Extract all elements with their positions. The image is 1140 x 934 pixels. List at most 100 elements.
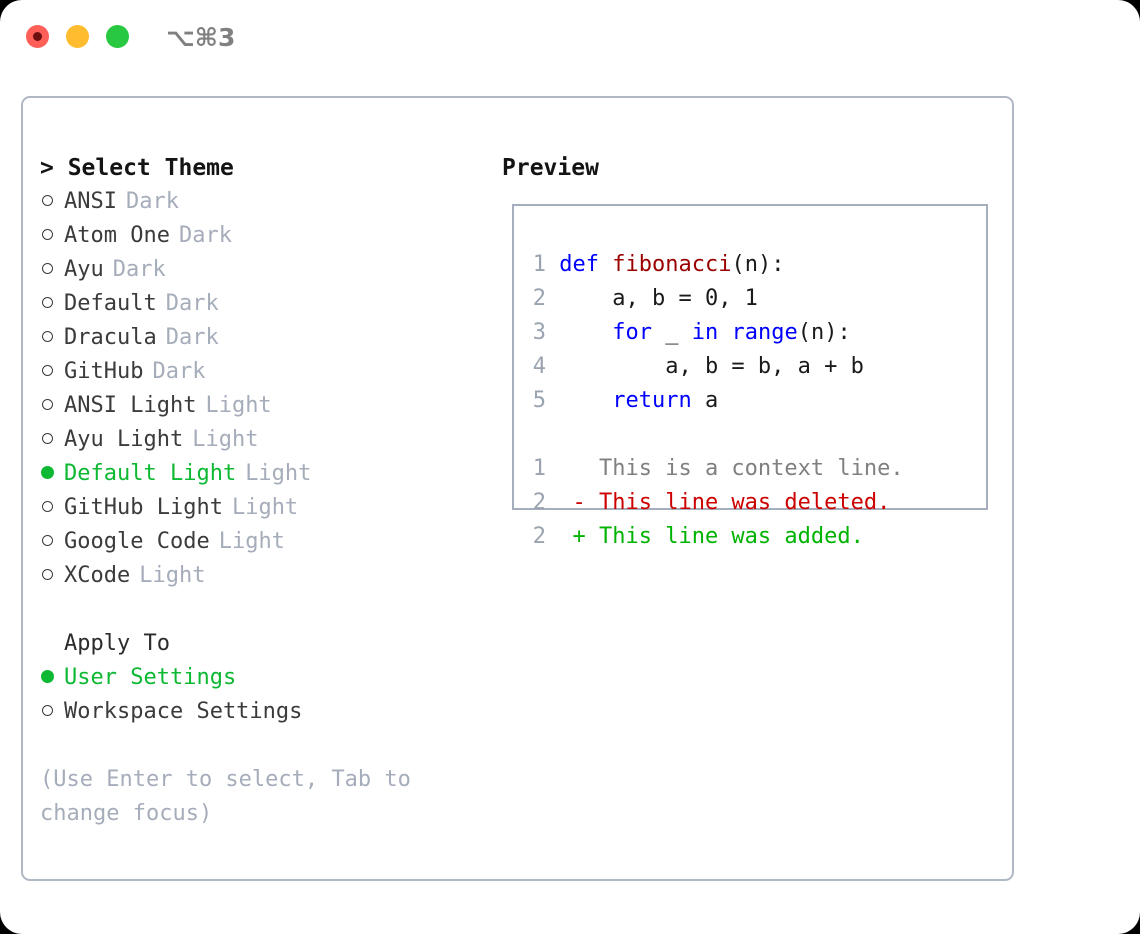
page-title: > Select Theme [40, 155, 234, 181]
theme-item-5[interactable]: GitHub Dark [40, 355, 500, 389]
theme-item-label: GitHub Light [64, 495, 223, 520]
preview-column: Preview [502, 151, 992, 185]
code-token: range [731, 320, 798, 345]
theme-kind-badge: Light [245, 461, 312, 486]
radio-unselected-icon [42, 569, 53, 580]
title-bar: ⌥⌘3 [0, 0, 1140, 78]
theme-item-6[interactable]: ANSI Light Light [40, 389, 500, 423]
theme-kind-badge: Light [139, 563, 206, 588]
line-number: 4 [532, 354, 546, 379]
keyboard-shortcut-label: ⌥⌘3 [166, 23, 236, 52]
diff-text: + This line was added. [546, 524, 864, 549]
radio-unselected-icon [42, 297, 53, 308]
code-token: a, b = b, a + b [559, 354, 864, 379]
line-number: 5 [532, 388, 546, 413]
close-button-icon[interactable] [26, 25, 49, 48]
diff-text: - This line was deleted. [546, 490, 891, 515]
code-token: (n): [797, 320, 851, 345]
code-token: (n): [731, 252, 785, 277]
keyboard-hint-text: (Use Enter to select, Tab to change focu… [40, 767, 425, 826]
line-number: 1 [532, 252, 546, 277]
theme-item-label: XCode [64, 563, 131, 588]
theme-item-label: ANSI [64, 189, 117, 214]
theme-item-3[interactable]: Default Dark [40, 287, 500, 321]
line-number: 1 [532, 456, 546, 481]
theme-item-label: ANSI Light [64, 393, 197, 418]
code-token: return [612, 388, 692, 413]
radio-unselected-icon [42, 365, 53, 376]
theme-item-4[interactable]: Dracula Dark [40, 321, 500, 355]
theme-item-label: Atom One [64, 223, 170, 248]
minimize-button-icon[interactable] [66, 25, 89, 48]
radio-unselected-icon [42, 501, 53, 512]
apply-to-item-0[interactable]: User Settings [40, 661, 500, 695]
radio-unselected-icon [42, 535, 53, 546]
theme-item-1[interactable]: Atom One Dark [40, 219, 500, 253]
apply-to-item-label: Workspace Settings [64, 699, 303, 724]
code-token [559, 320, 612, 345]
maximize-button-icon[interactable] [106, 25, 129, 48]
theme-item-7[interactable]: Ayu Light Light [40, 423, 500, 457]
theme-kind-badge: Dark [112, 257, 166, 282]
line-number: 3 [532, 320, 546, 345]
code-token: in [691, 320, 719, 345]
theme-item-label: GitHub [64, 359, 144, 384]
diff-line: 2 + This line was added. [532, 520, 904, 554]
window-controls [26, 25, 129, 48]
code-line: 3 for _ in range(n): [532, 316, 904, 350]
theme-kind-badge: Light [192, 427, 259, 452]
theme-item-label: Dracula [64, 325, 157, 350]
code-token: for [612, 320, 652, 345]
radio-unselected-icon [42, 705, 53, 716]
diff-text: This is a context line. [546, 456, 904, 481]
code-spacer [532, 418, 904, 452]
theme-kind-badge: Light [231, 495, 299, 520]
theme-item-11[interactable]: XCode Light [40, 559, 500, 593]
line-number: 2 [532, 524, 546, 549]
theme-kind-badge: Dark [165, 325, 219, 350]
radio-unselected-icon [42, 433, 53, 444]
theme-kind-badge: Dark [152, 359, 206, 384]
diff-line: 1 This is a context line. [532, 452, 904, 486]
radio-selected-icon [41, 466, 54, 479]
theme-kind-badge: Dark [165, 291, 219, 316]
radio-unselected-icon [42, 399, 53, 410]
preview-title: Preview [502, 155, 599, 181]
code-token: _ [651, 320, 692, 345]
theme-item-2[interactable]: Ayu Dark [40, 253, 500, 287]
code-token: a, b = 0, 1 [559, 286, 758, 311]
code-token [718, 320, 731, 345]
theme-kind-badge: Light [205, 393, 272, 418]
theme-kind-badge: Dark [178, 223, 232, 248]
radio-unselected-icon [42, 331, 53, 342]
theme-kind-badge: Light [218, 529, 285, 554]
theme-kind-badge: Dark [125, 189, 179, 214]
code-line: 2 a, b = 0, 1 [532, 282, 904, 316]
code-line: 5 return a [532, 384, 904, 418]
code-token: a [691, 388, 719, 413]
line-number: 2 [532, 490, 546, 515]
theme-item-label: Ayu [64, 257, 104, 282]
theme-item-label: Ayu Light [64, 427, 184, 452]
code-token [559, 388, 612, 413]
code-token: def [559, 252, 613, 277]
theme-item-0[interactable]: ANSI Dark [40, 185, 500, 219]
theme-item-9[interactable]: GitHub Light Light [40, 491, 500, 525]
radio-unselected-icon [42, 229, 53, 240]
apply-to-item-label: User Settings [64, 665, 237, 690]
code-token: fibonacci [612, 252, 732, 277]
theme-item-label: Default Light [64, 461, 237, 486]
theme-item-8[interactable]: Default Light Light [40, 457, 500, 491]
radio-selected-icon [41, 670, 54, 683]
apply-to-item-1[interactable]: Workspace Settings [40, 695, 500, 729]
theme-item-label: Default [64, 291, 157, 316]
line-number: 2 [532, 286, 546, 311]
